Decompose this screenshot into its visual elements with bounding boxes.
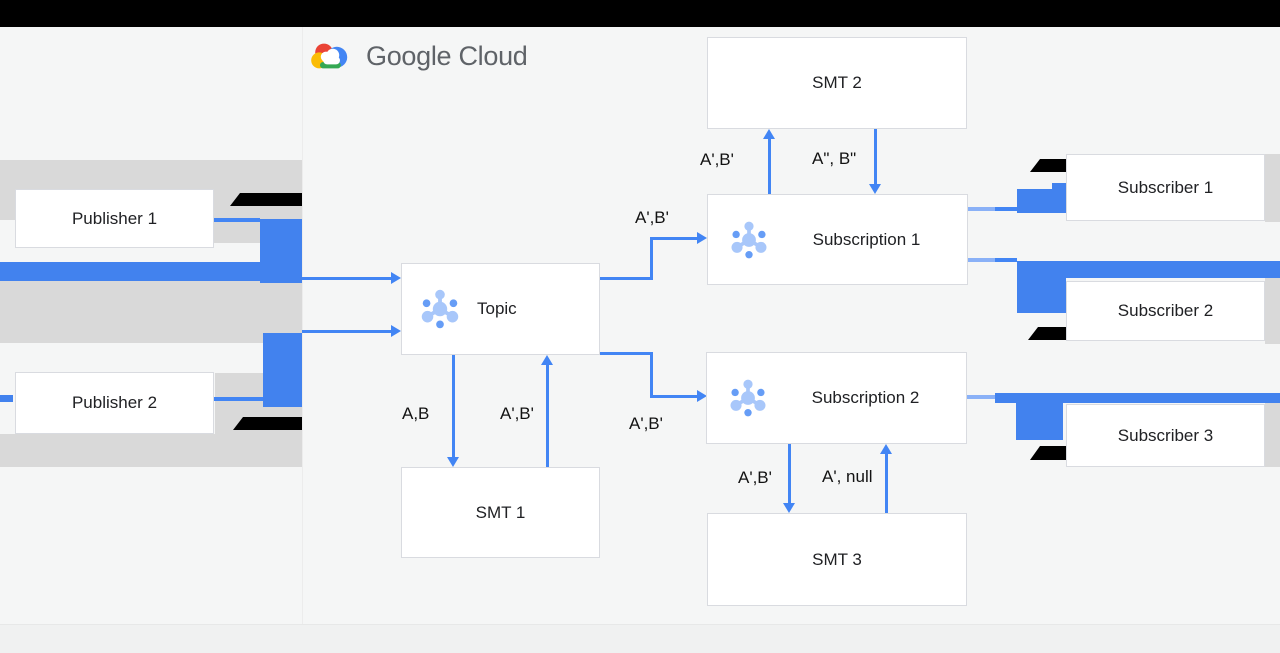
node-smt1: SMT 1	[401, 467, 600, 558]
arrow-topic-sub2-h1	[600, 352, 653, 355]
pubsub-subscription-icon	[731, 221, 767, 258]
edge-label-smt2-sub1: A", B"	[812, 149, 857, 168]
blue-overlay-sub2-blob	[1017, 261, 1066, 313]
node-subscriber2-label: Subscriber 2	[1117, 301, 1214, 320]
gray-band-left-3b	[0, 434, 215, 467]
edge-label-topic-sub1: A',B'	[635, 208, 669, 227]
node-smt1-label: SMT 1	[475, 502, 526, 522]
node-topic-label: Topic	[477, 299, 517, 318]
node-publisher2-label: Publisher 2	[71, 393, 158, 412]
blue-overlay-left-band	[0, 262, 260, 281]
arrow-sub2-subscriber3-lt	[967, 395, 995, 399]
gray-strip-right-1	[1265, 154, 1280, 222]
arrow-topic-sub1-head	[697, 232, 707, 244]
arrow-topic-smt1-line	[452, 355, 455, 458]
node-subscription1: Subscription 1	[707, 194, 968, 285]
black-bar-publisher1	[230, 193, 302, 206]
arrow-topic-sub1-h1	[600, 277, 653, 280]
arrow-pub2-head	[391, 325, 401, 337]
node-subscription1-label: Subscription 1	[812, 229, 921, 249]
arrow-sub1-smt2-head	[763, 129, 775, 139]
edge-label-topic-smt1: A,B	[402, 404, 430, 423]
node-subscriber3: Subscriber 3	[1066, 404, 1265, 467]
gray-band-left-2	[0, 281, 302, 343]
arrow-topic-sub2-h2	[653, 395, 697, 398]
node-publisher1: Publisher 1	[15, 189, 214, 248]
edge-label-sub2-smt3: A',B'	[738, 468, 772, 487]
footer-strip	[0, 624, 1280, 653]
blue-overlay-sub1-notch	[1052, 183, 1066, 190]
arrow-sub2-smt3-line	[788, 444, 791, 504]
blue-overlay-pub2-vertical	[263, 333, 302, 407]
edge-label-sub1-smt2: A',B'	[700, 150, 734, 169]
google-cloud-logo-text: Google Cloud	[366, 40, 528, 71]
edge-label-smt1-topic: A',B'	[500, 404, 534, 423]
panel-seam	[302, 27, 303, 624]
arrow-smt3-sub2-line	[885, 454, 888, 513]
arrow-pub1-head	[391, 272, 401, 284]
node-smt3: SMT 3	[707, 513, 967, 606]
node-subscriber1-label: Subscriber 1	[1117, 177, 1214, 197]
node-publisher2: Publisher 2	[15, 372, 214, 434]
arrow-pub1-segment	[214, 218, 260, 222]
node-subscriber1: Subscriber 1	[1066, 154, 1265, 221]
arrow-smt2-sub1-line	[874, 129, 877, 185]
node-subscriber3-label: Subscriber 3	[1117, 425, 1214, 445]
arrow-smt1-topic-head	[541, 355, 553, 365]
node-smt2: SMT 2	[707, 37, 967, 129]
edge-label-topic-sub2: A',B'	[629, 414, 663, 433]
black-bar-subscriber2	[1028, 327, 1066, 340]
arrow-pub2-segment	[214, 397, 263, 401]
google-cloud-icon	[311, 43, 348, 69]
black-bar-publisher2	[233, 417, 302, 430]
arrow-pub2-line	[302, 330, 392, 333]
node-subscriber2: Subscriber 2	[1066, 281, 1265, 341]
arrow-sub1-subscriber1	[995, 207, 1017, 211]
node-smt3-label: SMT 3	[812, 549, 862, 569]
arrow-smt3-sub2-head	[880, 444, 892, 454]
arrow-sub2-smt3-head	[783, 503, 795, 513]
arrow-smt2-sub1-head	[869, 184, 881, 194]
gray-strip-right-3	[1265, 402, 1280, 467]
arrow-topic-smt1-head	[447, 457, 459, 467]
google-cloud-logo: Google Cloud	[308, 38, 528, 74]
arrow-sub1-subscriber2-lt	[968, 258, 995, 262]
pubsub-topic-icon	[421, 289, 459, 329]
arrow-topic-sub1-v	[650, 237, 653, 280]
node-publisher1-label: Publisher 1	[71, 208, 158, 228]
node-smt2-label: SMT 2	[812, 73, 862, 92]
node-subscription2-label: Subscription 2	[811, 388, 920, 407]
node-topic: Topic	[401, 263, 600, 355]
blue-overlay-sub1-blob	[1017, 189, 1066, 213]
arrow-topic-sub1-h2	[653, 237, 697, 240]
blue-overlay-sub2-band	[1017, 261, 1280, 278]
edge-label-smt3-sub2: A', null	[822, 467, 873, 486]
node-subscription2: Subscription 2	[706, 352, 967, 444]
gray-strip-right-2	[1265, 277, 1280, 344]
arrow-pub1-line	[302, 277, 392, 280]
pubsub-subscription-icon	[730, 379, 766, 417]
arrow-topic-sub2-head	[697, 390, 707, 402]
arrow-smt1-topic-line	[546, 364, 549, 467]
arrow-sub1-subscriber1-lt	[968, 207, 995, 211]
arrow-sub1-subscriber2	[995, 258, 1017, 262]
blue-overlay-left-edge-piece	[0, 395, 13, 402]
blue-overlay-sub3-band	[995, 393, 1280, 403]
arrow-topic-sub2-v	[650, 352, 653, 398]
top-redaction-bar	[0, 0, 1280, 27]
blue-overlay-sub3-blob	[1016, 398, 1063, 440]
arrow-sub1-smt2-line	[768, 138, 771, 194]
black-bar-subscriber3	[1030, 446, 1066, 460]
blue-overlay-pub1-vertical	[260, 219, 302, 283]
black-bar-subscriber1	[1030, 159, 1066, 172]
